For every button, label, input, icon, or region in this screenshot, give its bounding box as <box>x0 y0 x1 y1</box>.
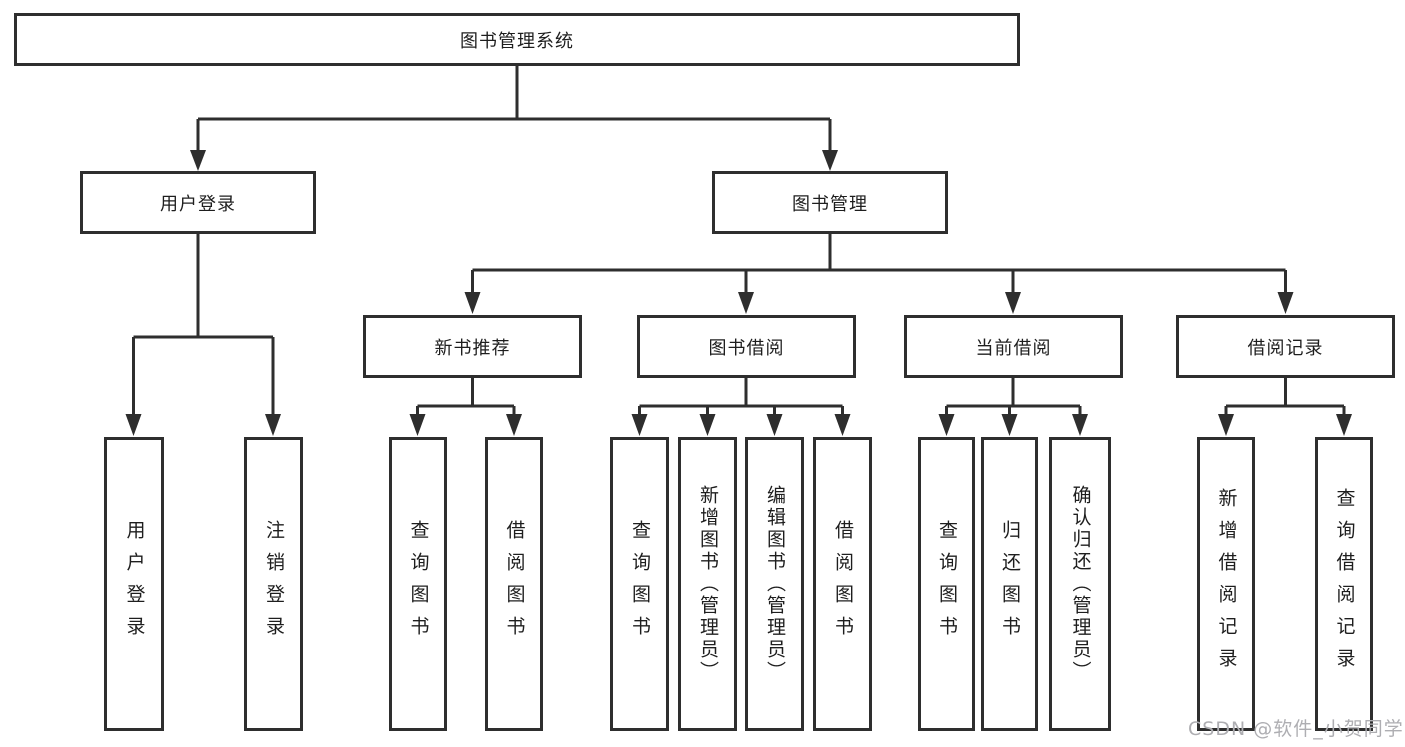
leaf-return-books: 归还图书 <box>981 437 1038 731</box>
node-label: 当前借阅 <box>975 337 1052 359</box>
leaf-label: 借阅图书 <box>832 520 854 648</box>
node-root-label: 图书管理系统 <box>460 30 574 52</box>
leaf-label: 用户登录 <box>123 520 146 648</box>
leaf-user-login: 用户登录 <box>104 437 164 731</box>
node-label: 借阅记录 <box>1247 337 1324 359</box>
watermark: CSDN @软件_小贺同学 <box>1188 718 1404 740</box>
leaf-query-books-current: 查询图书 <box>918 437 975 731</box>
node-label: 图书借阅 <box>708 337 785 359</box>
leaf-label: 归还图书 <box>999 520 1021 648</box>
leaf-label: 查询借阅记录 <box>1333 488 1356 680</box>
node-label: 新书推荐 <box>434 337 511 359</box>
leaf-label: 编辑图书（管理员） <box>764 485 786 683</box>
leaf-query-books-recommend: 查询图书 <box>389 437 447 731</box>
node-new-book-recommend: 新书推荐 <box>363 315 582 378</box>
leaf-add-books-admin: 新增图书（管理员） <box>678 437 737 731</box>
leaf-edit-books-admin: 编辑图书（管理员） <box>745 437 804 731</box>
leaf-logout: 注销登录 <box>244 437 303 731</box>
leaf-confirm-return-admin: 确认归还（管理员） <box>1049 437 1111 731</box>
leaf-query-borrow-record: 查询借阅记录 <box>1315 437 1373 731</box>
node-current-borrow: 当前借阅 <box>904 315 1123 378</box>
node-book-management: 图书管理 <box>712 171 948 234</box>
leaf-label: 确认归还（管理员） <box>1069 485 1092 683</box>
node-borrow-records: 借阅记录 <box>1176 315 1395 378</box>
leaf-label: 新增图书（管理员） <box>697 485 719 683</box>
node-label: 用户登录 <box>160 193 236 215</box>
node-book-borrow: 图书借阅 <box>637 315 856 378</box>
leaf-label: 查询图书 <box>407 520 430 648</box>
leaf-label: 注销登录 <box>263 520 285 648</box>
leaf-borrow-books-recommend: 借阅图书 <box>485 437 543 731</box>
leaf-label: 新增借阅记录 <box>1215 488 1238 680</box>
leaf-borrow-books: 借阅图书 <box>813 437 872 731</box>
node-user-login: 用户登录 <box>80 171 316 234</box>
leaf-query-books-borrow: 查询图书 <box>610 437 669 731</box>
leaf-add-borrow-record: 新增借阅记录 <box>1197 437 1255 731</box>
node-root-system: 图书管理系统 <box>14 13 1020 66</box>
leaf-label: 借阅图书 <box>503 520 526 648</box>
node-label: 图书管理 <box>792 193 868 215</box>
leaf-label: 查询图书 <box>629 520 651 648</box>
leaf-label: 查询图书 <box>936 520 958 648</box>
